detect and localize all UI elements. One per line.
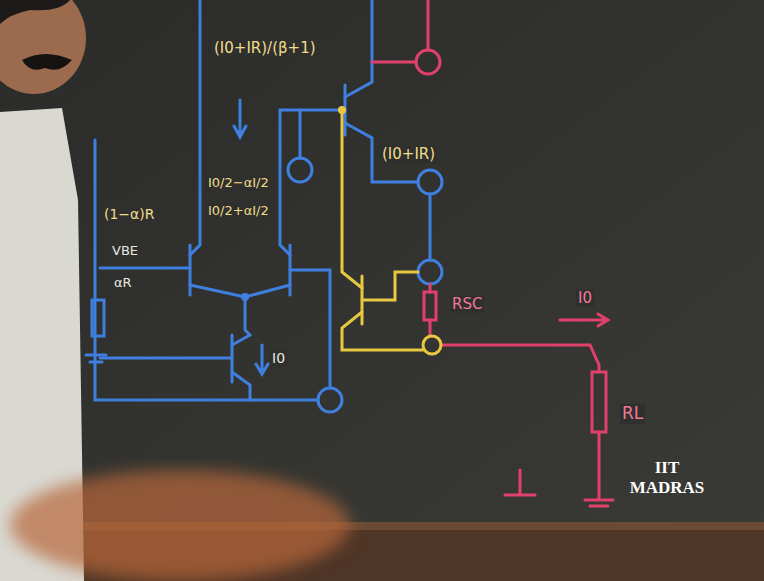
blue-wires xyxy=(345,0,372,97)
blue-wires xyxy=(231,335,234,382)
red-wires xyxy=(592,372,606,432)
blue-wires xyxy=(290,269,330,272)
red-wires xyxy=(560,314,608,326)
blue-wires xyxy=(232,335,250,345)
red-wires xyxy=(427,0,430,50)
blue-junction-dot xyxy=(241,293,249,301)
yellow-wires xyxy=(342,112,441,354)
blue-wires xyxy=(190,285,245,297)
blue-wires xyxy=(100,357,232,360)
watermark: IIT MADRAS xyxy=(622,458,712,497)
blue-wires xyxy=(232,372,250,400)
blue-wires xyxy=(100,267,190,270)
blue-wires xyxy=(280,110,345,255)
resistor-value: (1−α)R xyxy=(102,206,157,222)
lecturer xyxy=(0,0,70,24)
red-wires xyxy=(585,432,613,506)
current-label: I0 xyxy=(270,350,287,366)
blue-wires xyxy=(86,0,442,412)
voltage-label: VBE xyxy=(110,244,140,259)
yellow-wires xyxy=(342,312,423,350)
red-wires xyxy=(441,345,599,372)
yellow-junction-dot xyxy=(338,106,346,114)
yellow-wires xyxy=(362,272,418,300)
red-wires xyxy=(372,0,613,506)
blue-wires xyxy=(299,110,302,158)
blue-wires xyxy=(92,300,104,336)
current-formula: (I0+IR) xyxy=(380,146,437,163)
red-wires xyxy=(424,292,436,320)
yellow-junction-dot xyxy=(338,106,346,114)
blue-wires xyxy=(234,100,246,137)
blue-wires xyxy=(95,140,318,400)
red-wires xyxy=(416,50,440,74)
red-wires xyxy=(429,320,432,336)
lecturer xyxy=(0,0,350,581)
blue-wires xyxy=(245,297,250,335)
current-formula: (I0+IR)/(β+1) xyxy=(212,40,318,57)
red-wires xyxy=(505,470,535,495)
blue-wires xyxy=(418,260,442,284)
blue-junction-dot xyxy=(241,293,249,301)
blue-wires xyxy=(288,158,312,182)
lecturer xyxy=(22,54,72,70)
current-formula: I0/2+αI/2 xyxy=(206,204,271,219)
yellow-wires xyxy=(342,112,362,288)
blue-wires xyxy=(418,170,442,194)
yellow-wires xyxy=(423,336,441,354)
blue-wires xyxy=(245,285,290,297)
blue-wires xyxy=(256,345,268,374)
lecturer xyxy=(10,470,350,580)
lecturer xyxy=(0,0,86,94)
resistor-label: RSC xyxy=(450,296,484,313)
blue-wires xyxy=(318,388,342,412)
current-label: I0 xyxy=(576,290,594,307)
blue-wires xyxy=(429,194,432,260)
resistor-value: αR xyxy=(112,276,134,291)
blue-wires xyxy=(190,0,200,255)
resistor-label: RL xyxy=(620,404,645,424)
blue-wires xyxy=(329,270,332,388)
current-formula: I0/2−αI/2 xyxy=(206,176,271,191)
red-wires xyxy=(372,61,416,64)
